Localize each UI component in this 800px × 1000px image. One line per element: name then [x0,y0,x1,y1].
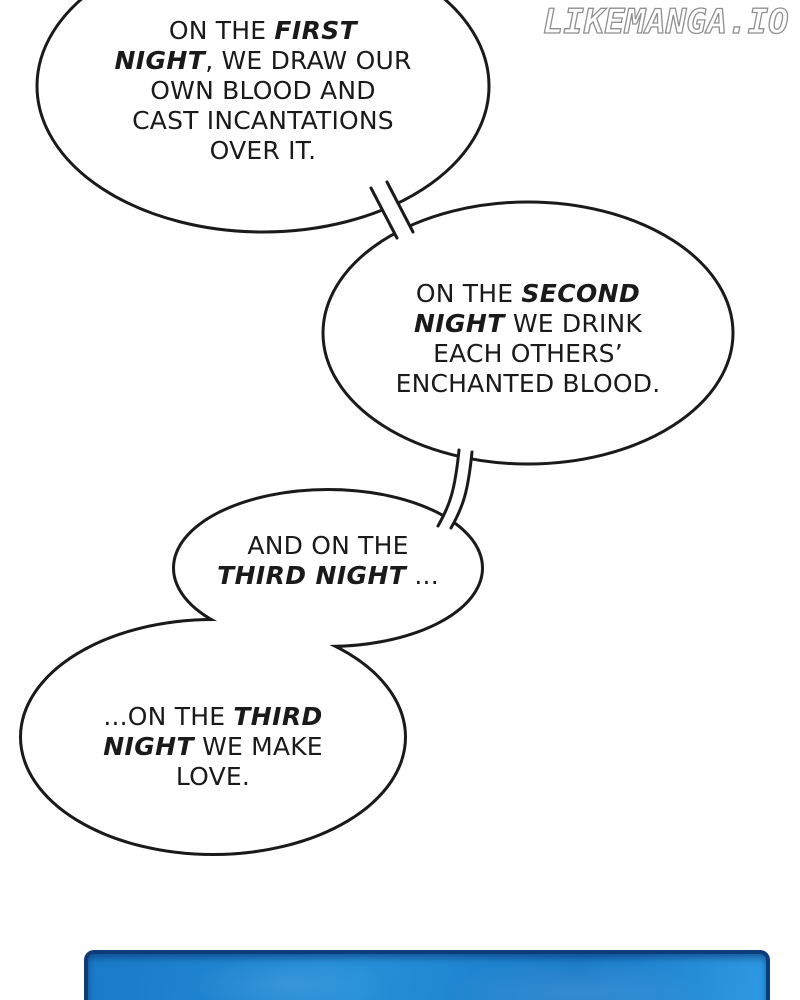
emphasized-text: SECOND [521,279,641,308]
bubble-line: ENCHANTED BLOOD. [396,369,661,399]
emphasized-text: NIGHT [413,309,505,338]
bubble-1-2-connector-fill [371,183,413,237]
next-panel-preview [84,950,770,1000]
dialogue-text: LOVE. [175,762,251,791]
bubble-line: THIRD NIGHT ... [217,561,439,591]
dialogue-text: EACH OTHERS’ [433,339,623,368]
dialogue-text: ...ON THE [103,702,234,731]
bubble-3-fill [175,491,481,645]
dialogue-text: ON THE [168,16,275,45]
bubble-line: OVER IT. [114,136,411,166]
dialogue-text: OWN BLOOD AND [150,76,376,105]
bubble-line: ON THE FIRST [114,16,411,46]
emphasized-text: THIRD [233,702,323,731]
bubble-line: ...ON THE THIRD [103,702,323,732]
dialogue-text: CAST INCANTATIONS [132,106,394,135]
dialogue-text: WE MAKE [193,732,323,761]
bubble-1-shape [35,0,491,234]
emphasized-text: THIRD NIGHT [217,561,407,590]
bubble-4-fill [22,621,404,853]
dialogue-text: OVER IT. [209,136,317,165]
site-watermark: LIKEMANGA.IO [542,1,789,42]
bubble-line: AND ON THE [217,531,439,561]
bubble-line: ON THE SECOND [396,279,661,309]
bubble-1-2-connector-line-right [385,180,415,234]
bubble-line: NIGHT, WE DRAW OUR [114,46,411,76]
bubble-2-3-connector-line-right [449,450,474,530]
bubble-line: NIGHT WE MAKE [103,732,323,762]
emphasized-text: NIGHT [103,732,194,761]
bubble-line: CAST INCANTATIONS [114,106,411,136]
bubble-line: LOVE. [103,762,323,792]
bubble-2-3-connector-line-left [436,448,461,528]
emphasized-text: FIRST [274,16,358,45]
emphasized-text: NIGHT [114,46,206,75]
bubble-1-2-connector-line-left [369,186,399,240]
dialogue-text: , WE DRAW OUR [205,46,412,75]
dialogue-text: AND ON THE [247,531,409,560]
dialogue-text: ON THE [415,279,522,308]
bubble-line: NIGHT WE DRINK [396,309,661,339]
dialogue-text: WE DRINK [504,309,643,338]
dialogue-text: ENCHANTED BLOOD. [395,369,661,398]
dialogue-text: ... [406,561,439,590]
bubble-2-shape [321,200,735,466]
bubble-line: EACH OTHERS’ [396,339,661,369]
bubble-line: OWN BLOOD AND [114,76,411,106]
